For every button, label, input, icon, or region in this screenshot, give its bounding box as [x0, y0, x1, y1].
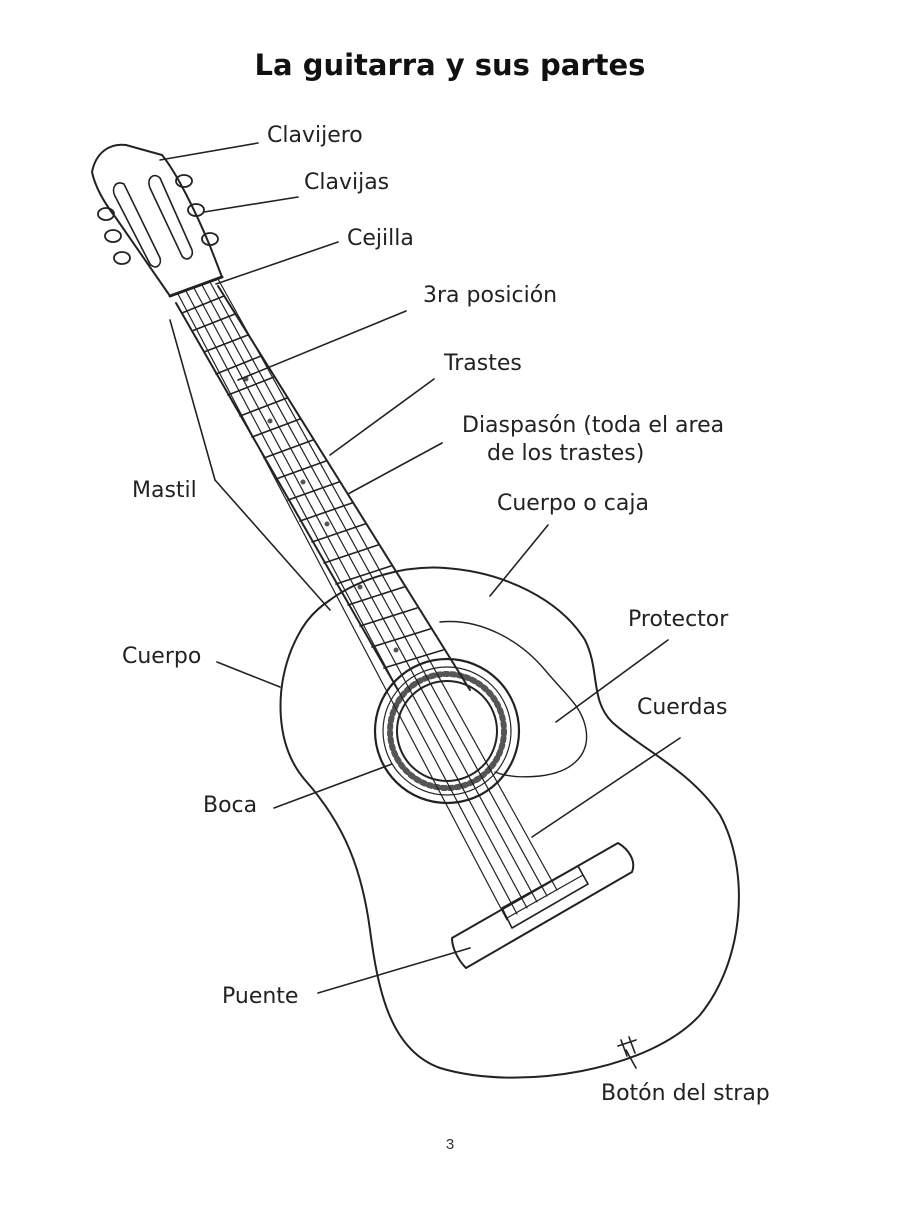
- label-cejilla: Cejilla: [347, 226, 414, 251]
- label-tercera-posicion: 3ra posición: [423, 283, 558, 308]
- cuerdas-strings: [177, 278, 558, 921]
- puente-bridge: [451, 842, 635, 969]
- label-puente: Puente: [222, 984, 299, 1009]
- label-protector: Protector: [628, 607, 729, 632]
- label-cuerpo-o-caja: Cuerpo o caja: [497, 491, 649, 516]
- mastil-neck: [175, 285, 471, 691]
- page-title: La guitarra y sus partes: [254, 48, 646, 82]
- guitar-body-outline: [279, 566, 740, 1079]
- boca-rosette: [373, 657, 521, 805]
- label-cuerpo: Cuerpo: [122, 644, 202, 669]
- label-cuerdas: Cuerdas: [637, 695, 728, 720]
- page-number: 3: [445, 1136, 455, 1153]
- label-diapason-line1: Diaspasón (toda el area: [462, 413, 725, 438]
- clavijas-pegs: [97, 174, 219, 265]
- label-boca: Boca: [203, 793, 258, 818]
- label-clavijas: Clavijas: [304, 170, 390, 195]
- label-clavijero: Clavijero: [267, 123, 363, 148]
- leader-lines: [159, 142, 681, 1069]
- cejilla-nut: [168, 275, 224, 298]
- label-diapason-line2: de los trastes): [487, 441, 645, 466]
- label-boton-del-strap: Botón del strap: [601, 1081, 770, 1106]
- label-mastil: Mastil: [132, 478, 197, 503]
- protector-outline: [439, 620, 588, 778]
- strap-button: [617, 1036, 637, 1057]
- label-trastes: Trastes: [444, 351, 522, 376]
- clavijero-headstock: [91, 143, 223, 297]
